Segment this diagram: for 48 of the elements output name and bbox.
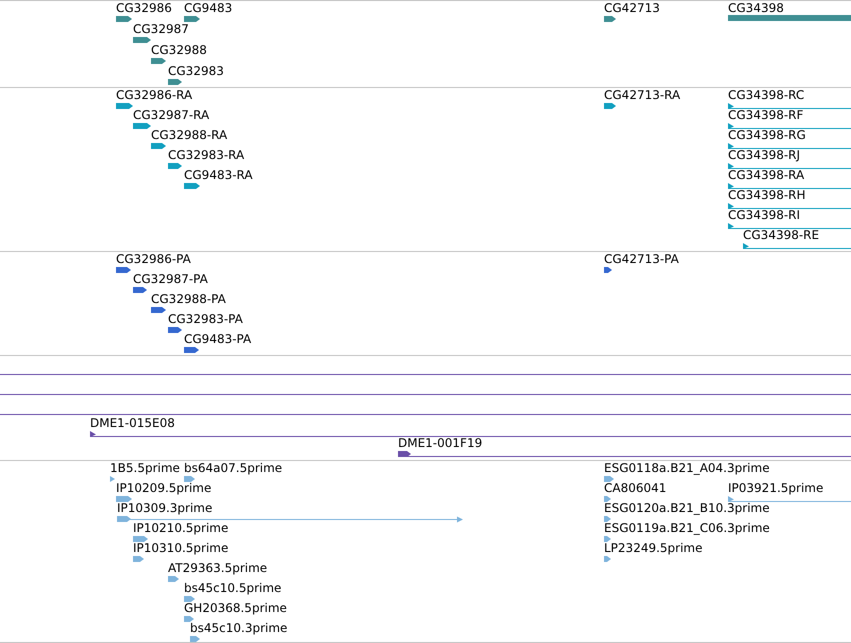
feature-label: ESG0118a.B21_A04.3prime bbox=[604, 461, 770, 475]
feature-label: CG34398-RI bbox=[728, 208, 802, 222]
feature-label: CG34398-RJ bbox=[728, 148, 802, 162]
feature-label: IP10310.5prime bbox=[133, 541, 228, 555]
feature-label: CG32986 bbox=[116, 1, 172, 15]
feature-label: ESG0119a.B21_C06.3prime bbox=[604, 521, 770, 535]
feature-label: DME1-001F19 bbox=[398, 436, 484, 450]
feature-label: CG32987 bbox=[133, 22, 189, 36]
feature-label: IP10209.5prime bbox=[116, 481, 212, 495]
feature-label: LP23249.5prime bbox=[604, 541, 703, 555]
feature-label: CA806041 bbox=[604, 481, 666, 495]
feature-label: CG34398-RG bbox=[728, 128, 807, 142]
feature-label: CG32983-PA bbox=[168, 312, 243, 326]
feature-label: AT29363.5prime bbox=[168, 561, 268, 575]
feature-label: CG32987-PA bbox=[133, 272, 208, 286]
feature-label: bs45c10.5prime bbox=[184, 581, 282, 595]
feature-label: CG34398-RF bbox=[728, 108, 804, 122]
feature-label: DME1-015E08 bbox=[90, 416, 176, 430]
feature-label: CG32987-RA bbox=[133, 108, 210, 122]
feature-label: CG42713-PA bbox=[604, 252, 679, 266]
feature-label: CG9483 bbox=[184, 1, 232, 15]
feature-label: 1B5.5prime bbox=[110, 461, 180, 475]
feature-label: CG34398-RE bbox=[743, 228, 820, 242]
feature-label: IP10210.5prime bbox=[133, 521, 228, 535]
feature-label: CG42713-RA bbox=[604, 88, 680, 102]
feature-label: CG32988-RA bbox=[151, 128, 228, 142]
feature-label: bs64a07.5prime bbox=[184, 461, 282, 475]
feature-label: GH20368.5prime bbox=[184, 601, 287, 615]
feature-label: CG9483-RA bbox=[184, 168, 253, 182]
feature-label: CG34398-RC bbox=[728, 88, 806, 102]
feature-label: CG42713 bbox=[604, 1, 660, 15]
feature-label: bs45c10.3prime bbox=[190, 621, 288, 635]
feature-line bbox=[0, 394, 851, 395]
feature-label: IP03921.5prime bbox=[728, 481, 824, 495]
feature-label: CG32986-RA bbox=[116, 88, 192, 102]
feature-line bbox=[0, 414, 851, 415]
feature-line bbox=[0, 374, 851, 375]
feature-label: IP10309.3prime bbox=[117, 501, 214, 515]
feature-label: CG34398-RH bbox=[728, 188, 807, 202]
feature-label: CG32988 bbox=[151, 43, 207, 57]
feature-label: CG32983 bbox=[168, 64, 224, 78]
feature-label: CG34398-RA bbox=[728, 168, 806, 182]
feature-label: CG9483-PA bbox=[184, 332, 252, 346]
feature-label: CG34398 bbox=[728, 1, 785, 15]
feature-label: CG32986-PA bbox=[116, 252, 191, 266]
feature-label: CG32983-RA bbox=[168, 148, 244, 162]
feature-label: ESG0120a.B21_B10.3prime bbox=[604, 501, 770, 515]
feature-label: CG32988-PA bbox=[151, 292, 226, 306]
